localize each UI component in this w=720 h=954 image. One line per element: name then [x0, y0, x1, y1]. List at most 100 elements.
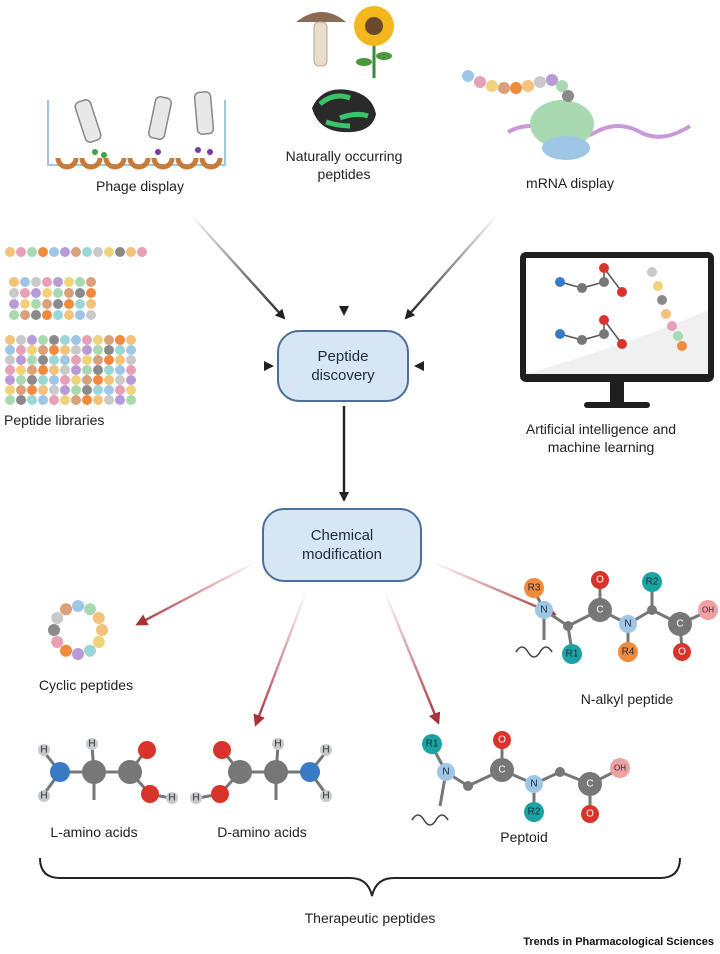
bead	[82, 335, 92, 345]
bead	[49, 247, 59, 257]
bead	[96, 624, 108, 636]
atom-label: H	[322, 745, 329, 756]
atom-label: OH	[614, 764, 626, 773]
atom-label: N	[540, 605, 547, 616]
bead	[16, 375, 26, 385]
bead	[5, 355, 15, 365]
bead	[92, 636, 105, 648]
bead	[27, 355, 37, 365]
bead	[64, 277, 74, 287]
bead	[60, 395, 70, 405]
bead	[75, 277, 85, 287]
bead	[27, 345, 37, 355]
bead	[60, 644, 72, 657]
bead	[86, 277, 96, 287]
l-amino-acid-molecule	[38, 738, 178, 804]
arrow-to-n-alkyl	[431, 560, 557, 616]
bead	[60, 247, 70, 257]
atom-label: H	[322, 791, 329, 802]
therapeutic-brace	[39, 857, 681, 897]
bead	[115, 385, 125, 395]
bead	[673, 331, 683, 341]
atom-label: H	[274, 739, 281, 750]
bead	[93, 345, 103, 355]
atom-label: N	[624, 619, 631, 630]
bead	[126, 345, 136, 355]
bead	[126, 247, 136, 257]
bead	[60, 385, 70, 395]
bead	[75, 288, 85, 298]
d-amino-acid-molecule	[190, 738, 332, 804]
chemical-modification-line1: Chemical	[310, 527, 374, 544]
bead	[60, 603, 72, 616]
atom-label: C	[586, 779, 593, 790]
bead	[115, 365, 125, 375]
bead	[5, 247, 15, 257]
bead	[16, 247, 26, 257]
bead	[27, 247, 37, 257]
bead	[93, 375, 103, 385]
bead	[126, 355, 136, 365]
mrna-display-label: mRNA display	[526, 175, 614, 191]
bead	[82, 247, 92, 257]
atom-label: O	[596, 575, 604, 586]
bead	[42, 288, 52, 298]
bead	[64, 299, 74, 309]
atom-label: R4	[622, 647, 635, 658]
bead	[617, 287, 627, 297]
bead	[60, 365, 70, 375]
atom-label: O	[498, 735, 506, 746]
bead	[555, 329, 565, 339]
bead	[104, 345, 114, 355]
bead	[653, 281, 663, 291]
atom-label: R3	[528, 583, 541, 594]
bead	[38, 365, 48, 375]
bead	[31, 299, 41, 309]
peptide-libraries-illustration	[5, 247, 147, 405]
bead	[53, 288, 63, 298]
bead	[599, 315, 609, 325]
ai-monitor-illustration	[520, 252, 714, 408]
bead	[48, 624, 60, 636]
bead	[126, 395, 136, 405]
bead	[49, 345, 59, 355]
peptoid-label: Peptoid	[500, 829, 548, 845]
bead	[104, 385, 114, 395]
arrow-to-cyclic	[135, 560, 257, 626]
ai-ml-line1: Artificial intelligence and	[525, 421, 677, 437]
bead	[71, 335, 81, 345]
discovery-inputs	[172, 196, 508, 502]
atom-label: H	[40, 791, 47, 802]
atom-label: C	[676, 619, 683, 630]
bead	[92, 612, 105, 624]
bead	[27, 395, 37, 405]
bead	[53, 277, 63, 287]
bead	[82, 355, 92, 365]
bead	[462, 70, 474, 82]
n-alkyl-peptide-label: N-alkyl peptide	[580, 691, 674, 707]
bead	[599, 329, 609, 339]
bead	[49, 355, 59, 365]
atom-label: N	[442, 767, 449, 778]
bead	[599, 277, 609, 287]
bead	[562, 90, 574, 102]
bead	[86, 310, 96, 320]
bead	[71, 395, 81, 405]
bead	[51, 636, 64, 648]
bead	[104, 365, 114, 375]
bead	[5, 335, 15, 345]
bead	[31, 277, 41, 287]
bead	[5, 365, 15, 375]
bead	[16, 385, 26, 395]
atom-label: R1	[566, 649, 579, 660]
arrow-mrna-to-discovery	[404, 213, 499, 320]
atom-label: H	[168, 793, 175, 804]
bead	[75, 299, 85, 309]
bead	[667, 321, 677, 331]
bead	[64, 310, 74, 320]
bead	[27, 365, 37, 375]
bead	[657, 295, 667, 305]
bead	[647, 267, 657, 277]
bead	[126, 385, 136, 395]
d-amino-acids-label: D-amino acids	[217, 824, 307, 840]
